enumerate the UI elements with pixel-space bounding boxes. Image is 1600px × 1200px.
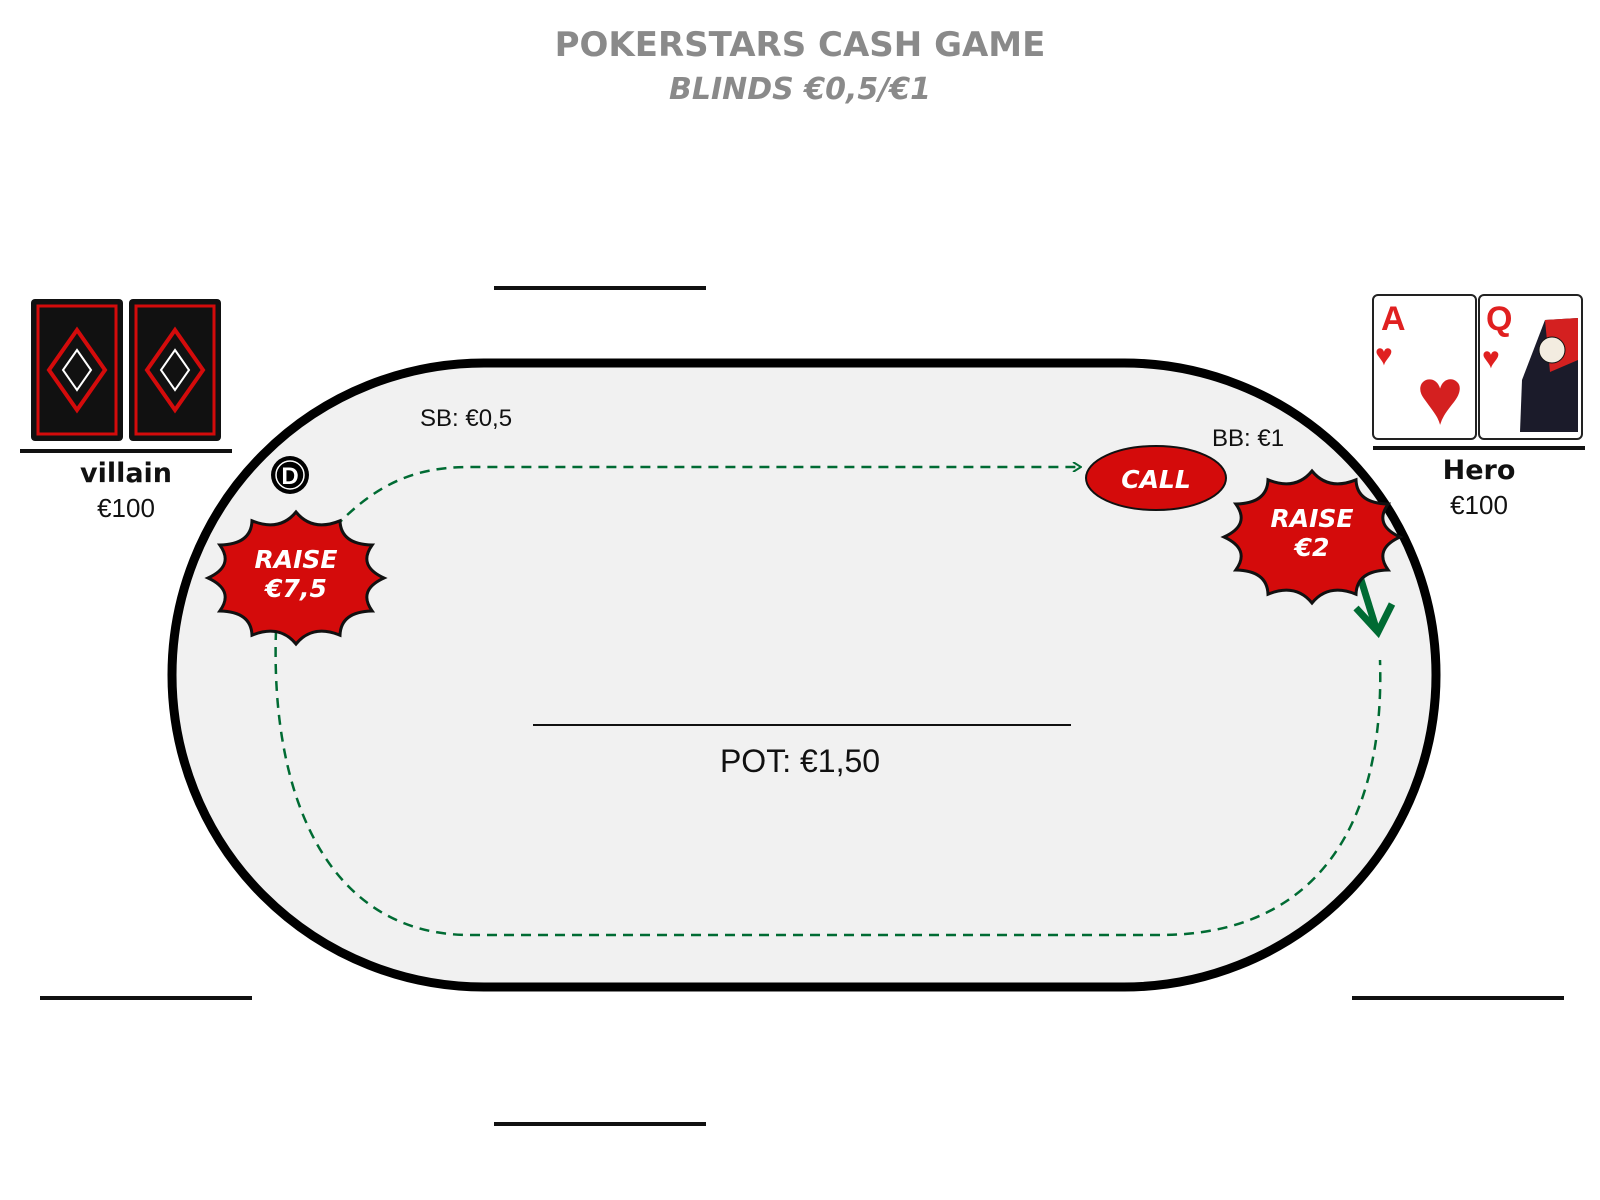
- call-action-label: CALL: [1121, 465, 1191, 494]
- page-title: POKERSTARS CASH GAME: [555, 25, 1046, 65]
- hero-raise-amount: €2: [1293, 533, 1330, 562]
- svg-text:♥: ♥: [1482, 342, 1500, 375]
- villain-raise-label: RAISE: [255, 545, 338, 574]
- svg-text:Q: Q: [1486, 300, 1512, 338]
- pot-label: POT: €1,50: [720, 743, 880, 779]
- action-path-arrow-top: [334, 467, 1080, 528]
- villain-name: villain: [80, 458, 172, 489]
- card-back: [31, 299, 123, 441]
- arrowhead-icon: [1353, 602, 1396, 639]
- hero-name: Hero: [1443, 455, 1516, 486]
- call-action-badge: [1085, 445, 1227, 511]
- card-queen-hearts: Q ♥: [1478, 294, 1583, 440]
- action-path-loop: [274, 629, 1382, 937]
- svg-text:♥: ♥: [1375, 339, 1393, 372]
- svg-text:A: A: [1381, 300, 1406, 338]
- villain-raise-burst: [204, 509, 388, 647]
- villain-stack: €100: [97, 493, 155, 523]
- hero-cards: A ♥ ♥ Q ♥: [1372, 294, 1583, 441]
- hero-raise-burst: [1220, 468, 1404, 606]
- big-blind-label: BB: €1: [1212, 425, 1284, 452]
- small-blind-label: SB: €0,5: [420, 405, 512, 432]
- page-subtitle: BLINDS €0,5/€1: [669, 72, 931, 107]
- svg-text:♥: ♥: [1416, 352, 1464, 441]
- hero-stack: €100: [1450, 490, 1508, 520]
- poker-table: [167, 358, 1441, 992]
- card-ace-hearts: A ♥ ♥: [1372, 294, 1477, 441]
- card-back: [129, 299, 221, 441]
- dealer-button-label: D: [281, 463, 298, 490]
- villain-cards: [31, 299, 221, 441]
- hero-raise-label: RAISE: [1271, 504, 1354, 533]
- villain-raise-amount: €7,5: [263, 574, 327, 603]
